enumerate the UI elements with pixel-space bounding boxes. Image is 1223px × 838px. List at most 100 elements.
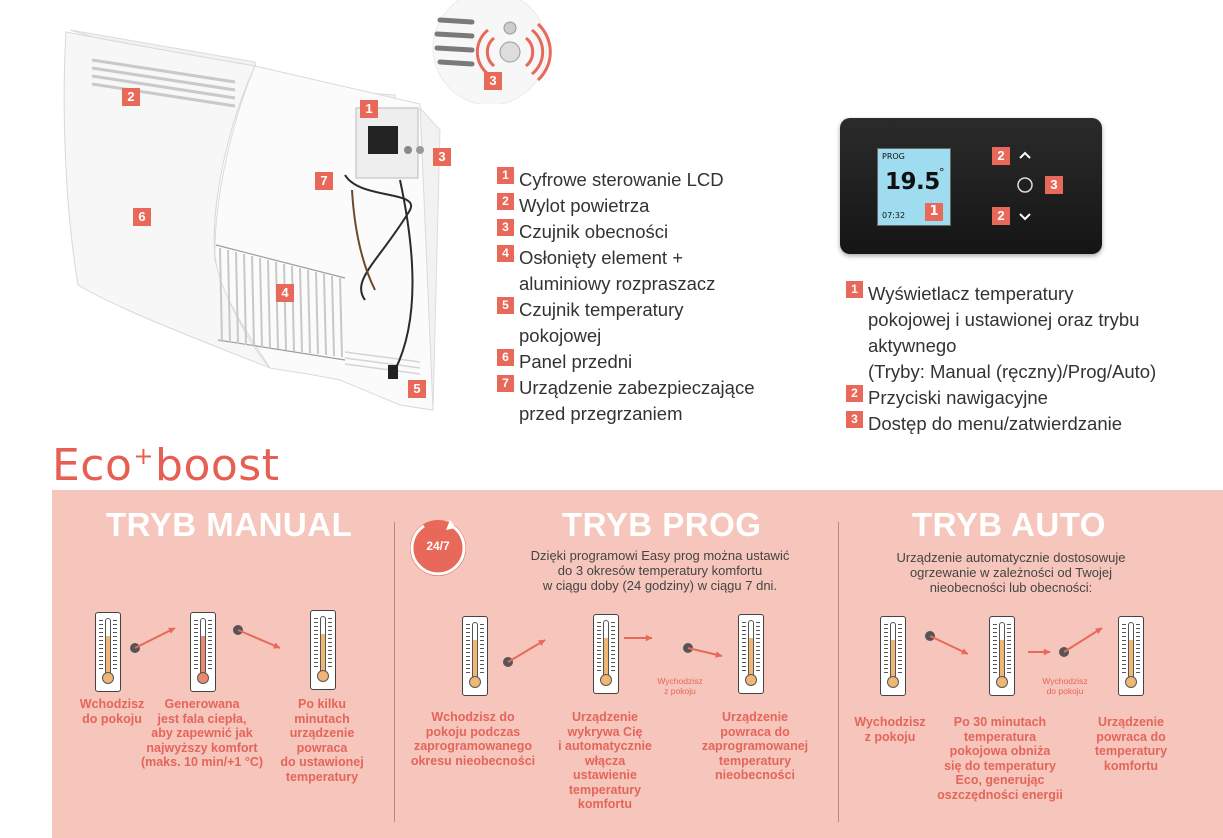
chevron-down-icon[interactable] (1018, 210, 1032, 224)
arrow-head (168, 627, 175, 634)
heater-badge-7: 7 (315, 172, 333, 190)
legend-label: Cyfrowe sterowanie LCD (519, 169, 724, 190)
legend-item: 1 Cyfrowe sterowanie LCD (497, 167, 755, 193)
divider (838, 522, 839, 822)
modes-panel (52, 490, 1223, 838)
thermometer-icon (593, 614, 619, 694)
presence-sensor-illustration (432, 0, 552, 104)
lcd-degree: ° (939, 166, 945, 179)
arrow-head (273, 642, 280, 649)
legend-item: 4 Osłonięty element + aluminiowy rozpras… (497, 245, 755, 297)
legend-label: Dostęp do menu/zatwierdzanie (868, 413, 1123, 434)
divider (394, 522, 395, 822)
legend-number: 2 (846, 385, 863, 402)
thermometer-icon (190, 612, 216, 692)
legend-label: Wylot powietrza (519, 195, 650, 216)
lcd-badge-2-up: 2 (992, 147, 1010, 165)
thermometer-icon (310, 610, 336, 690)
arrow-line (237, 629, 281, 649)
arrow-head (715, 651, 722, 658)
lcd-badge-2-down: 2 (992, 207, 1010, 225)
legend-label-line2: pokojowej (519, 325, 602, 346)
legend-number: 5 (497, 297, 514, 314)
legend-number: 3 (846, 411, 863, 428)
legend-item: 7 Urządzenie zabezpieczające przed przeg… (497, 375, 755, 427)
legend-label: Panel przedni (519, 351, 633, 372)
legend-label-line3: aktywnego (868, 335, 957, 356)
legend-label: Urządzenie zabezpieczające (519, 377, 755, 398)
controller-legend: 1 Wyświetlacz temperatury pokojowej i us… (846, 281, 1156, 437)
lcd-badge-3-ok: 3 (1045, 176, 1063, 194)
thermometer-icon (95, 612, 121, 692)
arrow-head (645, 634, 652, 642)
auto-description: Urządzenie automatycznie dostosowuje ogr… (896, 550, 1126, 595)
legend-label-line4: (Tryby: Manual (ręczny)/Prog/Auto) (868, 361, 1157, 382)
arrow-line (929, 635, 969, 655)
lcd-temperature: 19.5 (885, 169, 940, 195)
legend-item: 2 Przyciski nawigacyjne (846, 385, 1156, 411)
legend-number: 7 (497, 375, 514, 392)
lcd-mode: PROG (882, 152, 905, 161)
manual-title: TRYB MANUAL (106, 506, 353, 543)
heater-legend: 1 Cyfrowe sterowanie LCD 2 Wylot powietr… (497, 167, 755, 427)
lcd-badge-1: 1 (925, 203, 943, 221)
arrow-line (507, 639, 546, 663)
heater-badge-3-sensor: 3 (484, 72, 502, 90)
heater-badge-5: 5 (408, 380, 426, 398)
legend-item: 5 Czujnik temperatury pokojowej (497, 297, 755, 349)
legend-label: Osłonięty element + (519, 247, 684, 268)
lcd-display: PROG 19.5 ° 07:32 1 (877, 148, 951, 226)
lcd-time: 07:32 (882, 211, 906, 220)
legend-number: 6 (497, 349, 514, 366)
legend-label: Czujnik obecności (519, 221, 669, 242)
brand-plus: + (133, 442, 155, 470)
legend-number: 1 (846, 281, 863, 298)
heater-badge-4: 4 (276, 284, 294, 302)
heater-badge-6: 6 (133, 208, 151, 226)
brand-part2: boost (155, 440, 280, 491)
legend-label: Wyświetlacz temperatury (868, 283, 1074, 304)
heater-badge-2: 2 (122, 88, 140, 106)
legend-item: 1 Wyświetlacz temperatury pokojowej i us… (846, 281, 1156, 385)
legend-label-line2: aluminiowy rozpraszacz (519, 273, 716, 294)
legend-item: 3 Dostęp do menu/zatwierdzanie (846, 411, 1156, 437)
chevron-up-icon[interactable] (1018, 148, 1032, 162)
legend-label: Przyciski nawigacyjne (868, 387, 1048, 408)
cycle-arrow-icon (410, 520, 466, 576)
legend-number: 3 (497, 219, 514, 236)
legend-label: Czujnik temperatury (519, 299, 684, 320)
arrow-head (961, 648, 968, 655)
arrow-line (1063, 627, 1103, 653)
arrow-head (1043, 648, 1050, 656)
arrow-head (538, 640, 545, 647)
legend-number: 4 (497, 245, 514, 262)
thermometer-icon (462, 616, 488, 696)
auto-title: TRYB AUTO (912, 506, 1106, 543)
legend-number: 1 (497, 167, 514, 184)
arrow-line (134, 627, 176, 649)
legend-item: 6 Panel przedni (497, 349, 755, 375)
arrow-head (1095, 628, 1102, 635)
ok-circle-icon[interactable] (1016, 176, 1034, 194)
prog-title: TRYB PROG (562, 506, 762, 543)
legend-item: 2 Wylot powietrza (497, 193, 755, 219)
heater-badge-1: 1 (360, 100, 378, 118)
prog-description: Dzięki programowi Easy prog można ustawi… (530, 548, 790, 593)
thermometer-icon (880, 616, 906, 696)
heater-illustration (63, 29, 441, 411)
brand-logo: Eco+boost (52, 440, 279, 491)
thermometer-icon (989, 616, 1015, 696)
thermometer-icon (738, 614, 764, 694)
legend-label-line2: przed przegrzaniem (519, 403, 683, 424)
legend-number: 2 (497, 193, 514, 210)
